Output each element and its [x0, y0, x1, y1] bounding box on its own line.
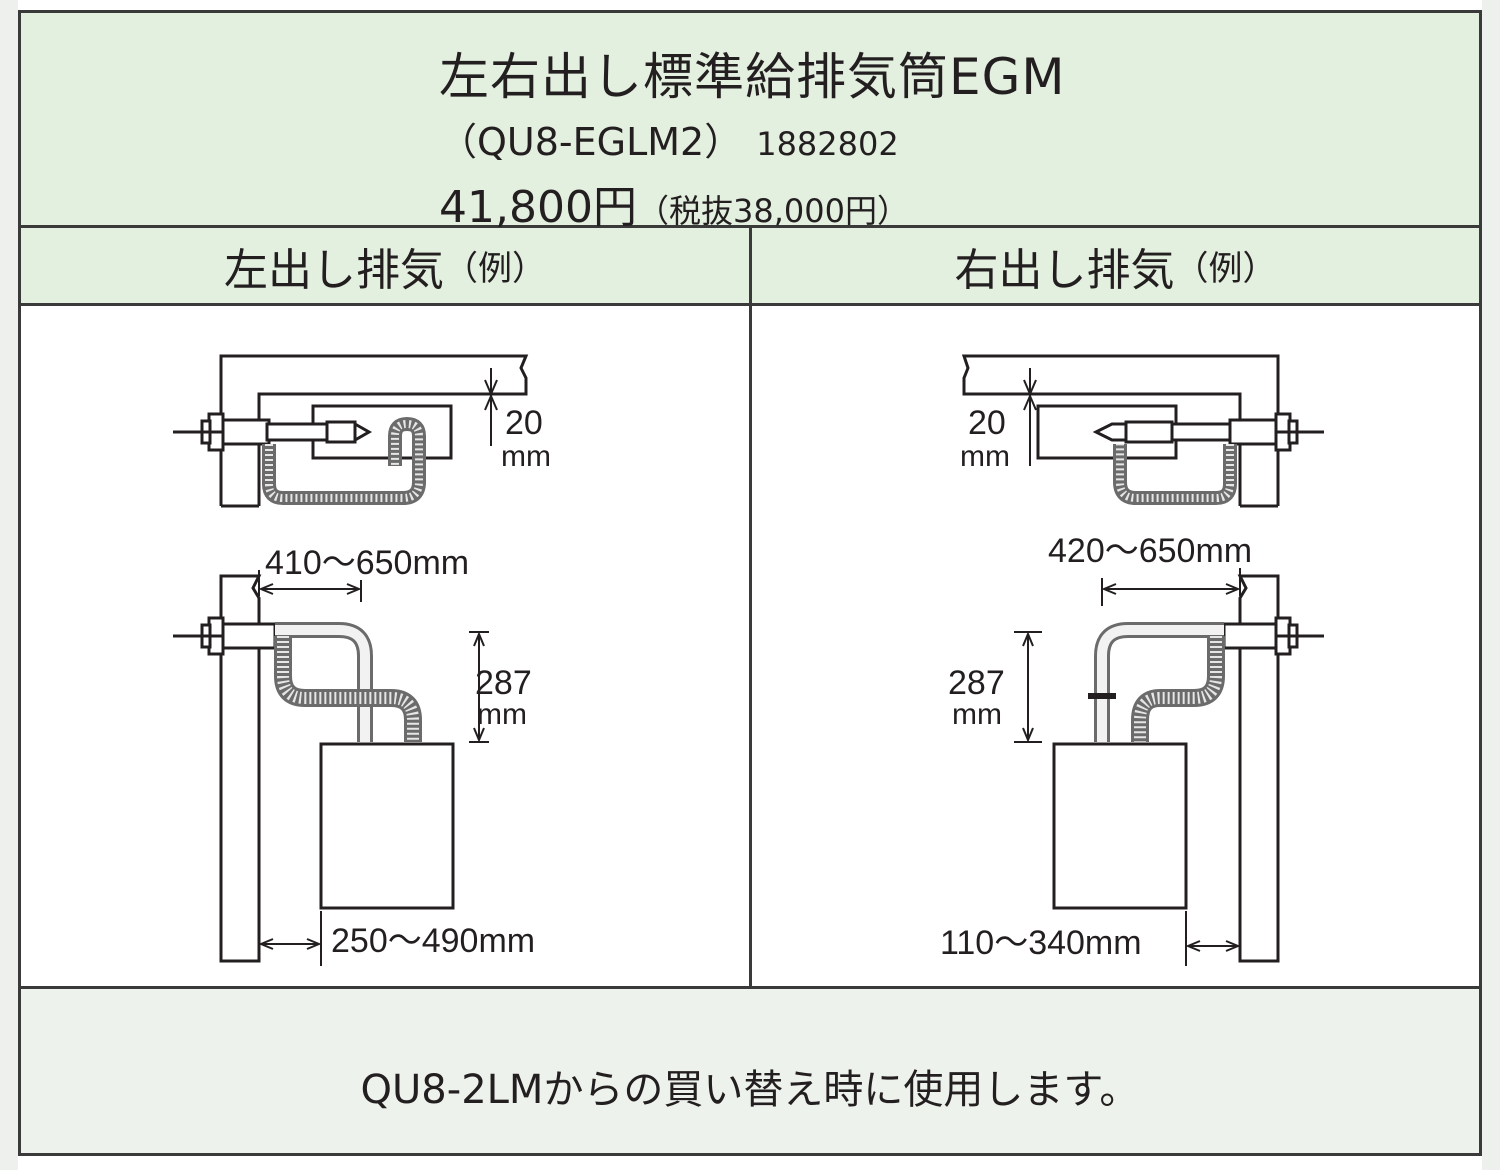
left-edge-strip [0, 0, 18, 1170]
left-exhaust-diagram: 20 mm [21, 306, 752, 986]
right-wall-offset: 110～340mm [940, 924, 1142, 962]
left-height-value: 287 [475, 664, 532, 702]
price-ex-tax: （税抜38,000円） [636, 192, 909, 230]
left-exhaust-heading: 左出し排気（例） [21, 228, 752, 306]
left-pipe-length: 410～650mm [265, 544, 469, 582]
right-height-value: 287 [948, 664, 1005, 702]
right-water-heater [1052, 742, 1188, 910]
left-diagram-svg: 20 mm [173, 354, 551, 966]
left-height-unit: mm [477, 698, 527, 731]
left-clearance-value: 20 [505, 404, 543, 442]
left-heading-text: 左出し排気 [224, 244, 444, 296]
right-heading-text: 右出し排気 [954, 244, 1175, 296]
left-top-wall-outline [219, 354, 529, 506]
product-header: 左右出し標準給排気筒EGM （QU8-EGLM2） 1882802 41,800円… [21, 13, 1479, 233]
right-exhaust-diagram: 20 mm [752, 306, 1479, 986]
right-front-wall [1237, 574, 1280, 963]
price-line: 41,800円（税抜38,000円） [439, 171, 909, 235]
model-number: （QU8-EGLM2） [439, 120, 743, 164]
right-edge-strip [1482, 0, 1500, 1170]
right-diagram-svg: 20 mm [940, 354, 1324, 966]
right-heading-suffix: （例） [1174, 249, 1277, 289]
left-clearance-unit: mm [501, 440, 551, 473]
product-title: 左右出し標準給排気筒EGM [439, 48, 1066, 106]
product-code: 1882802 [756, 125, 899, 163]
right-clearance-value: 20 [968, 404, 1006, 442]
left-heading-suffix: （例） [444, 249, 546, 289]
left-front-wall [219, 574, 262, 963]
usage-note-row: QU8-2LMからの買い替え時に使用します。 [21, 986, 1479, 1153]
right-exhaust-heading: 右出し排気（例） [752, 228, 1479, 306]
left-water-heater [319, 742, 455, 910]
right-clearance-unit: mm [960, 440, 1010, 473]
usage-note: QU8-2LMからの買い替え時に使用します。 [360, 1067, 1140, 1113]
right-top-wall-outline [961, 354, 1280, 506]
left-wall-offset: 250～490mm [331, 922, 535, 960]
right-pipe-length: 420～650mm [1048, 532, 1252, 570]
price: 41,800円 [439, 182, 637, 233]
model-line: （QU8-EGLM2） 1882802 [439, 111, 899, 166]
product-table: 左右出し標準給排気筒EGM （QU8-EGLM2） 1882802 41,800円… [18, 10, 1482, 1156]
right-height-unit: mm [952, 698, 1002, 731]
